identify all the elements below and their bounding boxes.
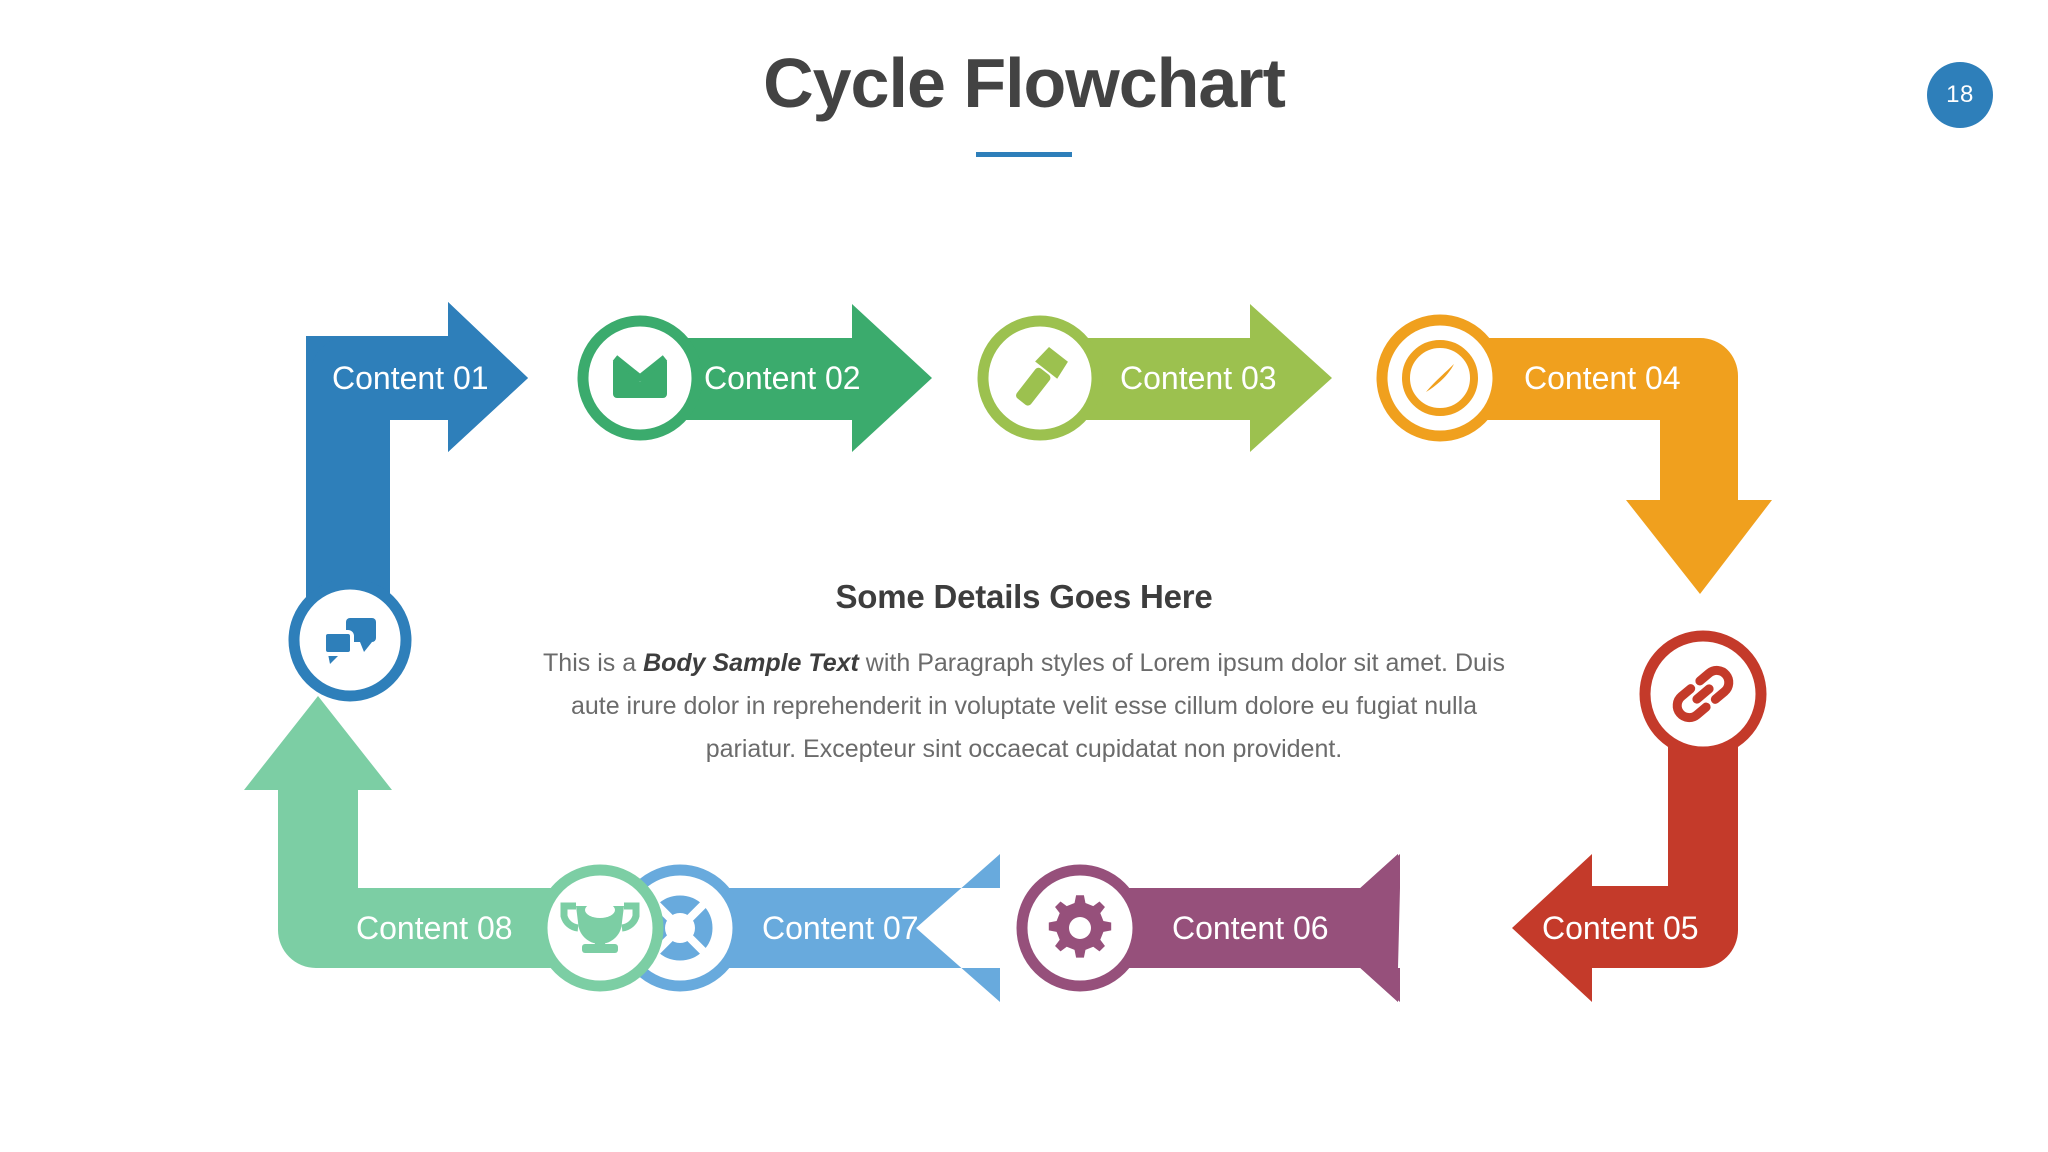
step-03-shape[interactable] xyxy=(1018,304,1332,452)
step-02-label: Content 02 xyxy=(704,360,861,396)
step-01-label: Content 01 xyxy=(332,360,489,396)
gear-icon xyxy=(1048,895,1112,958)
step-06-label: Content 06 xyxy=(1172,910,1329,946)
step-07-shape[interactable] xyxy=(700,854,1000,1002)
center-body: This is a Body Sample Text with Paragrap… xyxy=(524,642,1524,771)
lifebuoy-icon xyxy=(644,892,716,964)
envelope-icon xyxy=(612,355,668,398)
step-05-label: Content 05 xyxy=(1542,910,1699,946)
chat-bubbles-icon xyxy=(322,618,376,664)
step-06-shape[interactable] xyxy=(1100,854,1404,1002)
compass-icon xyxy=(1426,364,1454,392)
center-detail-block: Some Details Goes Here This is a Body Sa… xyxy=(524,578,1524,771)
step-03-label: Content 03 xyxy=(1120,360,1277,396)
step-04-label: Content 04 xyxy=(1524,360,1681,396)
center-heading: Some Details Goes Here xyxy=(835,578,1213,615)
page-title: Cycle Flowchart xyxy=(763,44,1286,122)
page-number-badge: 18 xyxy=(1927,62,1993,128)
step-05-shape[interactable] xyxy=(1512,690,1738,1002)
center-body-emphasis: Body Sample Text xyxy=(643,649,859,677)
center-body-rest: with Paragraph styles of Lorem ipsum dol… xyxy=(570,649,1505,763)
step-04-shape[interactable] xyxy=(1420,338,1772,594)
title-underline xyxy=(976,152,1072,157)
step-07-label: Content 07 xyxy=(762,910,919,946)
compass-icon-inner-ring xyxy=(1402,340,1478,416)
step-01-shape[interactable] xyxy=(306,302,528,640)
center-body-lead: This is a xyxy=(543,649,644,677)
step-02-shape[interactable] xyxy=(620,304,932,452)
flashlight-icon xyxy=(1016,346,1068,406)
step-08-shape[interactable] xyxy=(244,696,598,968)
trophy-icon xyxy=(560,902,640,953)
link-icon xyxy=(1672,665,1734,723)
step-08-label: Content 08 xyxy=(356,910,513,946)
